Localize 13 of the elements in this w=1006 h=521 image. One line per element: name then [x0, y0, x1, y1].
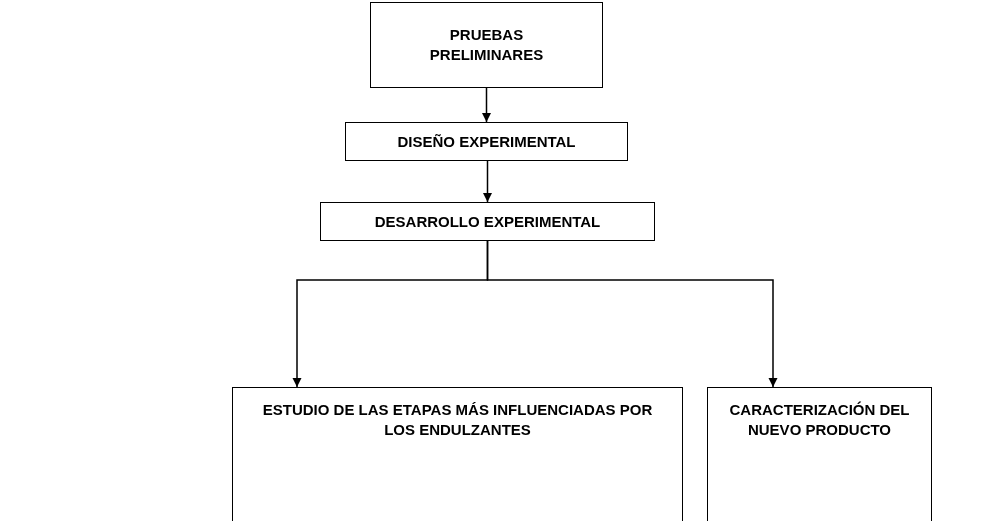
process-box	[345, 122, 628, 161]
process-box	[370, 2, 603, 88]
process-box	[707, 387, 932, 521]
arrow	[482, 87, 491, 123]
box-label: CARACTERIZACIÓN DEL NUEVO PRODUCTO	[728, 400, 911, 440]
box-label: DESARROLLO EXPERIMENTAL	[374, 211, 601, 232]
arrow	[483, 160, 492, 203]
process-box	[320, 202, 655, 241]
box-label: DISEÑO EXPERIMENTAL	[397, 131, 576, 152]
process-box	[232, 387, 683, 521]
arrow	[486, 240, 778, 388]
box-label: PRUEBAS PRELIMINARES	[428, 25, 545, 65]
box-label: ESTUDIO DE LAS ETAPAS MÁS INFLUENCIADAS POR LOS ENDULZANTES	[261, 400, 654, 440]
